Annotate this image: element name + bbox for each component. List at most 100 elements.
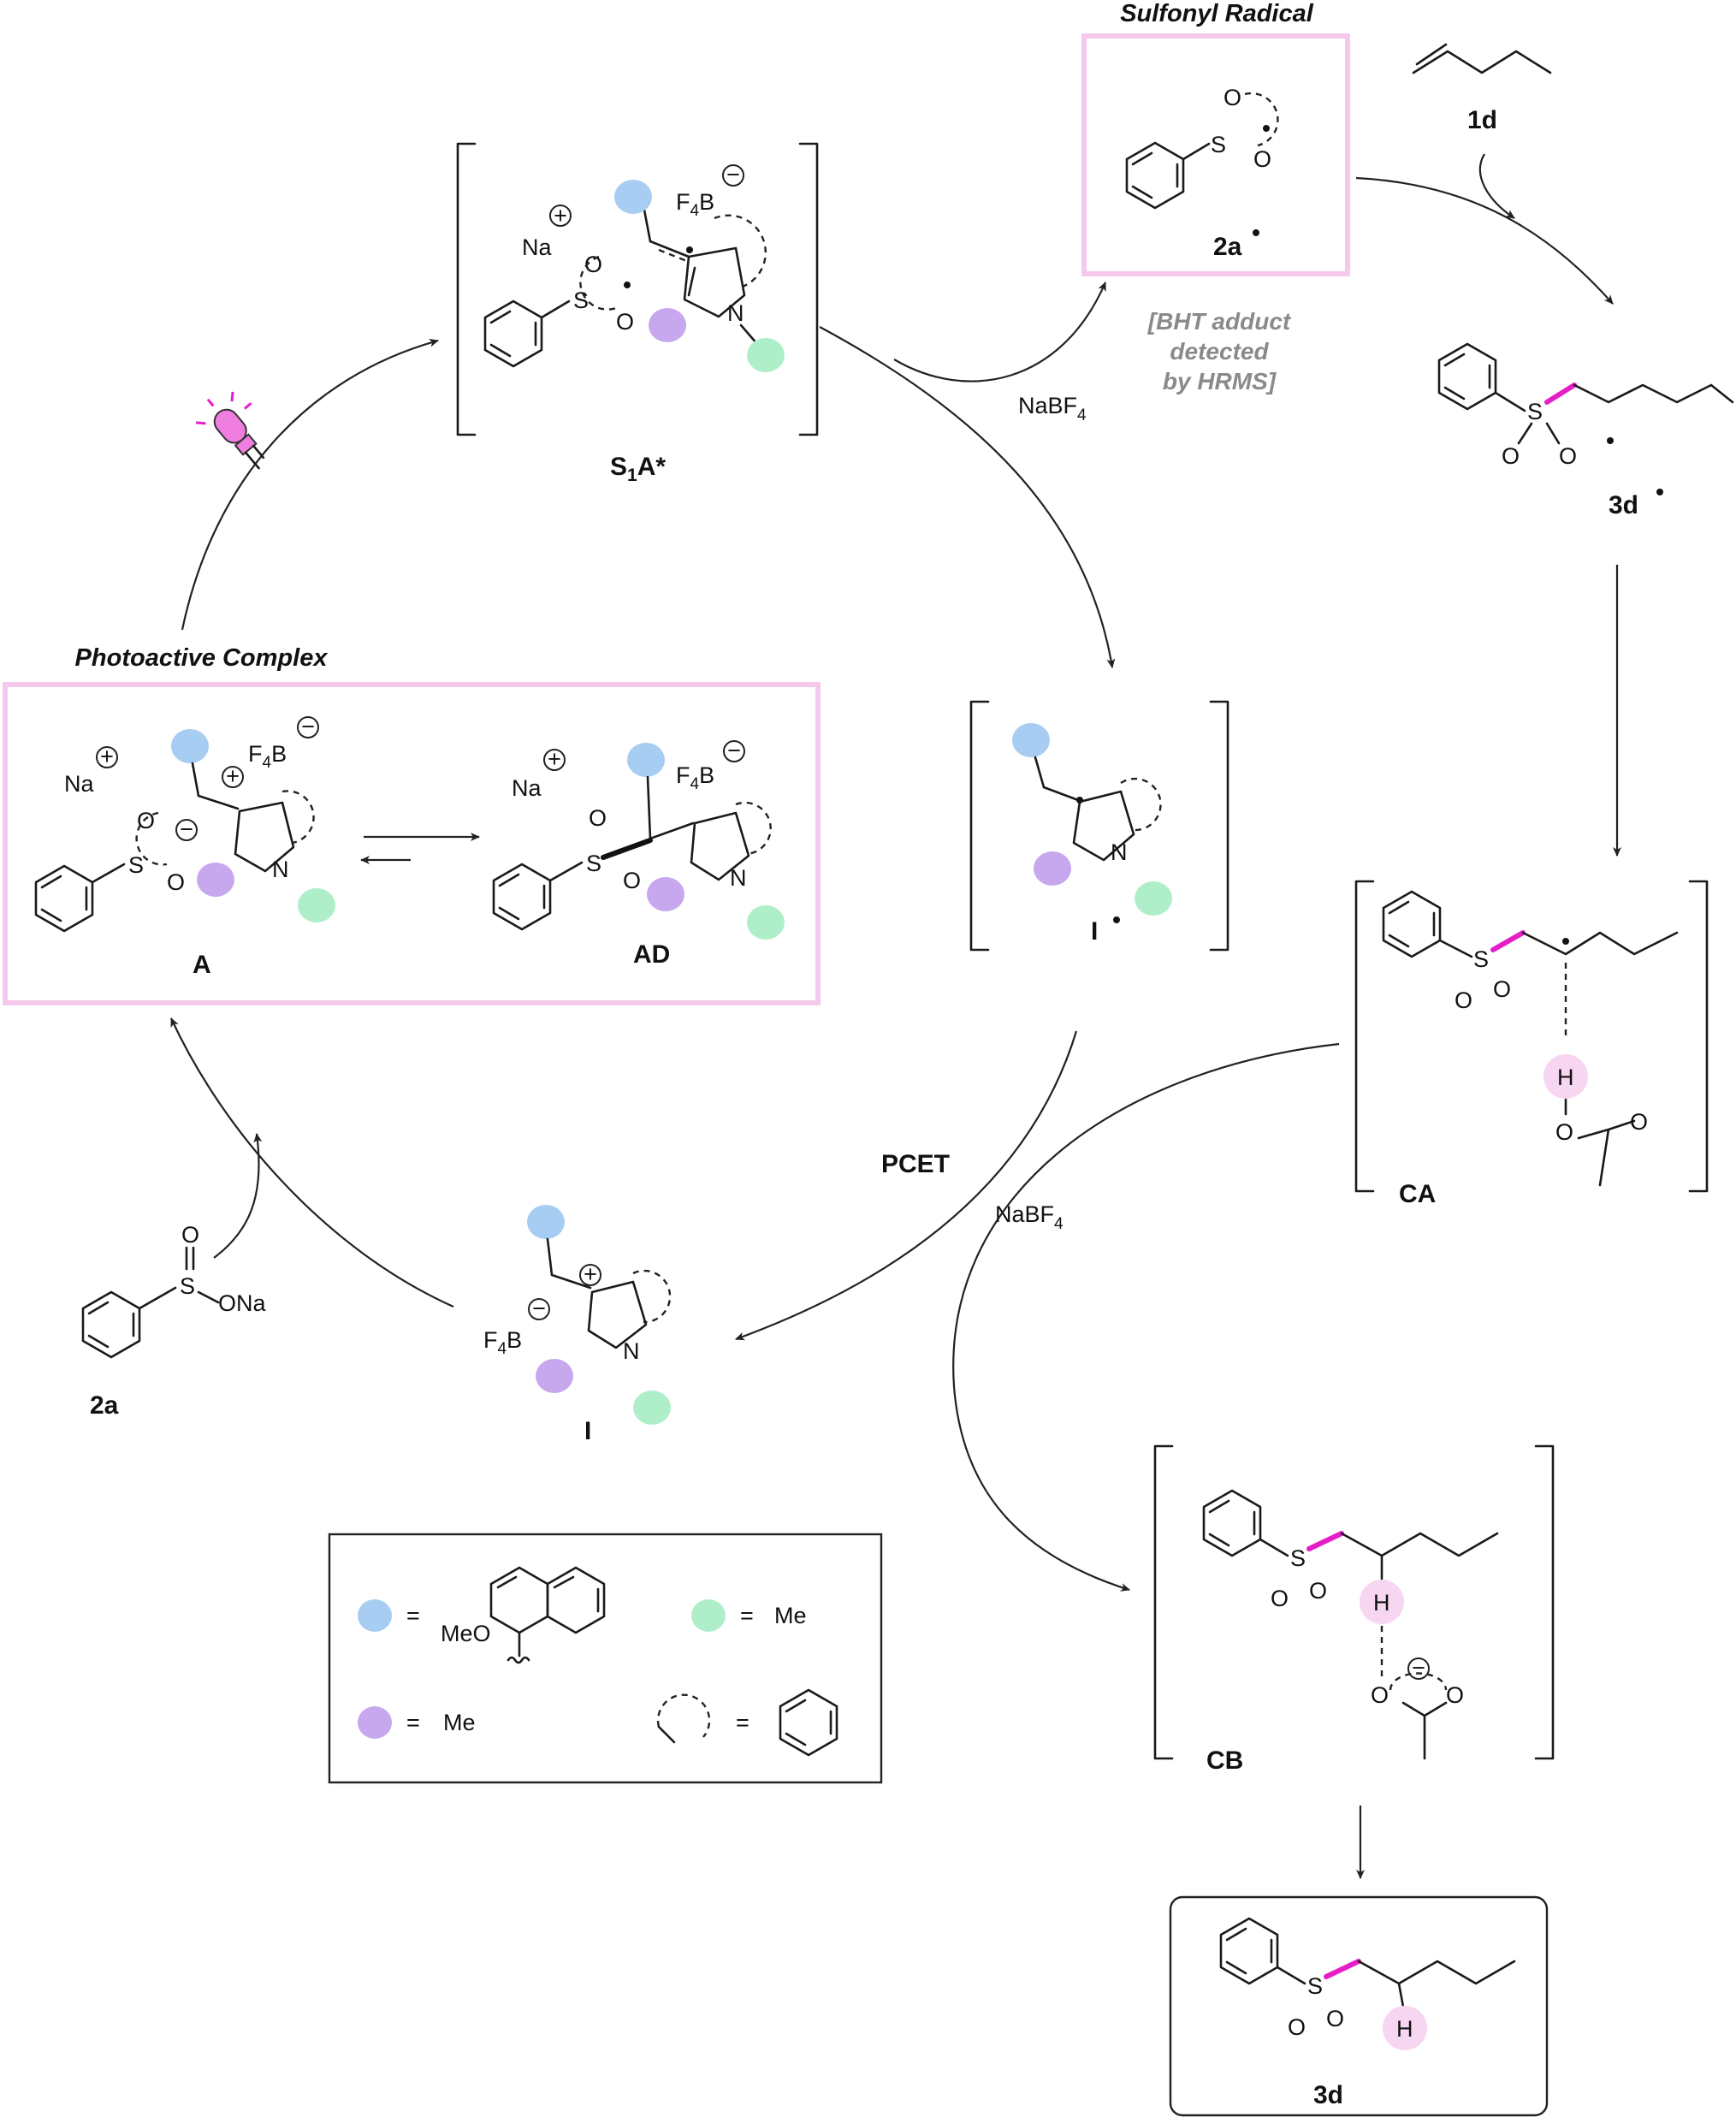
arrow-1d-entry	[1478, 153, 1515, 219]
svg-text:Na: Na	[64, 771, 94, 797]
s1a-complex: S O O Na + F4B − N S1A*	[456, 142, 819, 485]
svg-text:−: −	[1412, 1655, 1425, 1681]
complex-CA: S O O H O O CA	[1354, 880, 1709, 1208]
svg-text:S: S	[1527, 399, 1543, 424]
adduct-AD: S O O Na + F4B − N AD	[492, 738, 785, 969]
svg-text:O: O	[181, 1222, 199, 1248]
svg-text:O: O	[1271, 1586, 1289, 1611]
svg-text:O: O	[1502, 443, 1520, 469]
svg-text:N: N	[730, 865, 747, 891]
svg-text:O: O	[1446, 1682, 1464, 1708]
svg-text:−: −	[180, 816, 193, 842]
svg-text:S: S	[586, 851, 601, 876]
intermediate-I-cation: + F4B − N I	[483, 1205, 672, 1445]
svg-text:3d: 3d	[1313, 2081, 1343, 2109]
sulfinate-salt-2a: S O ONa 2a	[81, 1222, 267, 1420]
svg-text:H: H	[1396, 2016, 1413, 2042]
bht-note-line2: detected	[1170, 338, 1269, 365]
intermediate-I-radical: N I	[969, 700, 1229, 952]
svg-text:F4B: F4B	[483, 1327, 522, 1358]
product-3d: S O O H 3d	[1219, 1917, 1516, 2109]
legend-blue-dot	[358, 1599, 392, 1632]
svg-text:O: O	[1630, 1109, 1648, 1135]
svg-text:+: +	[100, 744, 114, 769]
svg-text:S: S	[1211, 132, 1226, 157]
alkene-1d: 1d	[1412, 43, 1552, 134]
arrow-2a-to-3d	[1355, 176, 1614, 305]
svg-text:−: −	[726, 162, 740, 187]
svg-text:1d: 1d	[1467, 106, 1497, 134]
cycle-arrow-set	[819, 326, 1116, 668]
photoactive-complex-title: Photoactive Complex	[75, 644, 329, 672]
svg-text:=: =	[406, 1710, 420, 1735]
svg-text:−: −	[301, 714, 315, 739]
svg-text:S: S	[1290, 1545, 1306, 1571]
svg-text:ONa: ONa	[218, 1290, 267, 1316]
svg-text:3d: 3d	[1609, 491, 1638, 519]
svg-text:MeO: MeO	[441, 1621, 491, 1646]
legend-box	[328, 1533, 883, 1784]
sulfonyl-radical-title: Sulfonyl Radical	[1120, 0, 1314, 27]
svg-text:I: I	[584, 1417, 591, 1445]
svg-text:O: O	[1223, 85, 1241, 110]
svg-text:O: O	[1326, 2006, 1344, 2031]
pcet-label: PCET	[881, 1150, 950, 1178]
svg-text:CB: CB	[1206, 1746, 1243, 1775]
svg-text:O: O	[1371, 1682, 1389, 1708]
svg-text:=: =	[740, 1603, 754, 1628]
legend-green-dot	[691, 1599, 726, 1632]
nabf4-label-top: NaBF4	[1018, 393, 1087, 424]
svg-text:H: H	[1373, 1590, 1390, 1616]
svg-text:S: S	[180, 1273, 195, 1299]
svg-text:O: O	[1493, 976, 1511, 1002]
svg-text:O: O	[1555, 1119, 1573, 1145]
svg-text:A: A	[193, 951, 211, 979]
svg-text:O: O	[589, 805, 607, 831]
svg-text:=: =	[406, 1603, 420, 1628]
svg-text:−: −	[727, 738, 741, 763]
bht-note-line3: by HRMS]	[1163, 368, 1277, 394]
arrow-2a-entry	[213, 1133, 263, 1259]
sulfonyl-radical-2a: S O O 2a	[1125, 85, 1279, 261]
svg-text:H: H	[1557, 1064, 1574, 1090]
legend-purple-dot	[358, 1706, 392, 1739]
svg-text:+: +	[226, 763, 240, 789]
complex-CB: S O O H O − O CB	[1153, 1444, 1555, 1775]
svg-text:S: S	[1473, 946, 1489, 972]
svg-text:+: +	[548, 746, 561, 772]
legend-benzene-ring	[779, 1688, 838, 1757]
svg-text:+: +	[584, 1261, 597, 1287]
photoactive-complex-box	[3, 682, 821, 1005]
svg-text:O: O	[1309, 1578, 1327, 1604]
svg-text:O: O	[623, 868, 641, 893]
nabf4-label-mid: NaBF4	[995, 1201, 1064, 1233]
methoxynaphthyl-structure	[489, 1566, 606, 1664]
svg-text:Me: Me	[774, 1603, 807, 1628]
svg-text:I: I	[1091, 917, 1098, 946]
svg-text:O: O	[167, 869, 185, 895]
svg-text:2a: 2a	[90, 1391, 119, 1420]
svg-text:F4B: F4B	[248, 741, 287, 772]
svg-text:O: O	[1559, 443, 1577, 469]
svg-text:S1A*: S1A*	[610, 453, 666, 485]
svg-text:AD: AD	[633, 940, 670, 969]
svg-text:2a: 2a	[1213, 233, 1242, 261]
svg-text:CA: CA	[1399, 1180, 1436, 1208]
light-bulb-icon	[195, 391, 265, 470]
svg-text:+: +	[554, 203, 567, 228]
svg-text:S: S	[1307, 1973, 1323, 1999]
photoactive-complex-A: S O O − Na + + F4B − N A	[34, 714, 335, 979]
cycle-arrow-pcet	[735, 1030, 1078, 1341]
svg-text:F4B: F4B	[676, 189, 714, 220]
svg-text:Na: Na	[522, 234, 552, 260]
svg-text:N: N	[727, 300, 744, 326]
cycle-arrow-excitation	[181, 338, 439, 631]
bht-note-line1: [BHT adduct	[1147, 308, 1292, 335]
svg-text:N: N	[623, 1338, 640, 1364]
legend-fused-ring-arc	[656, 1693, 711, 1738]
cycle-arrow-regeneration	[170, 1017, 454, 1308]
svg-text:F4B: F4B	[676, 762, 714, 793]
svg-text:O: O	[616, 309, 634, 335]
svg-text:Me: Me	[443, 1710, 476, 1735]
